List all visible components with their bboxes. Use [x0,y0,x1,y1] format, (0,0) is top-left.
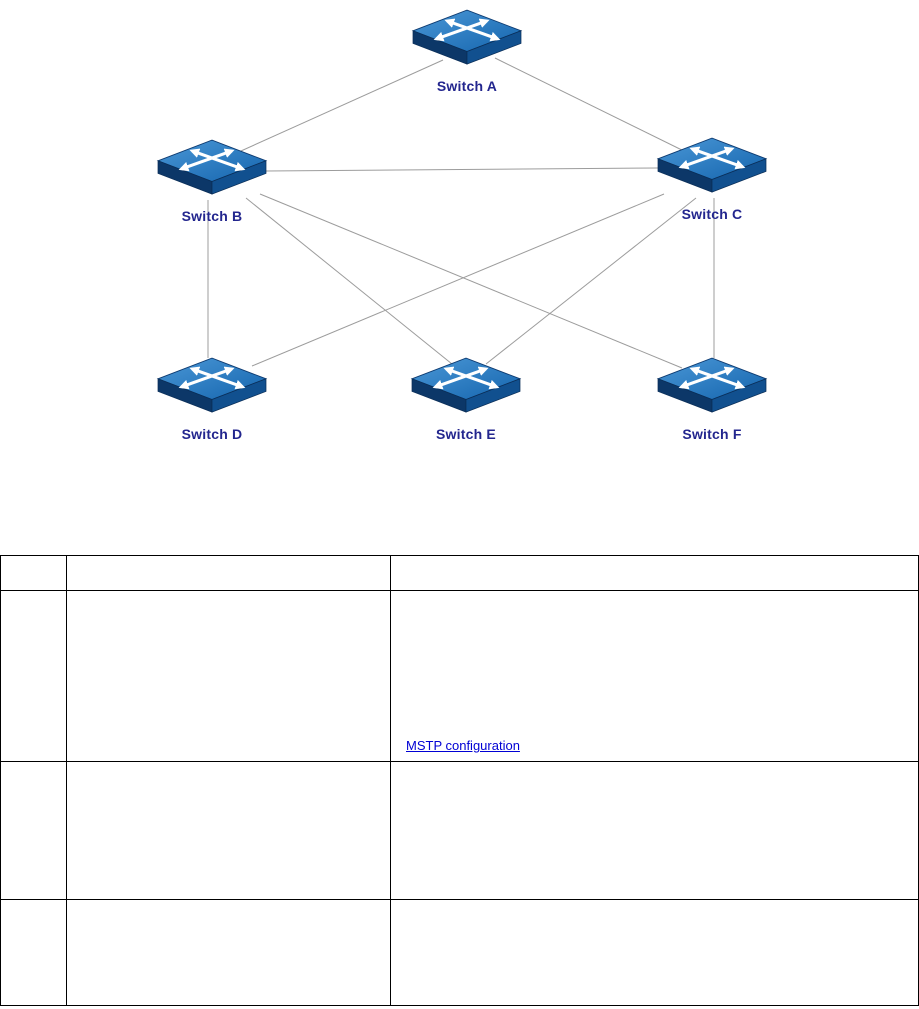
switch-f-label: Switch F [682,426,742,442]
header-cell-2 [66,555,391,591]
switch-icon [150,350,274,422]
row2-cell-2 [66,761,391,900]
row2-cell-1 [0,761,67,900]
link-b-c [265,167,659,172]
switch-b-label: Switch B [181,208,243,224]
config-steps-table: MSTP configuration [0,555,919,1006]
switch-c-node: Switch C [650,130,774,222]
link-a-c [494,57,691,155]
cross-reference-link[interactable]: MSTP configuration [406,738,520,753]
link-a-b [231,59,444,156]
row3-cell-3 [390,899,919,1006]
row3-cell-1 [0,899,67,1006]
link-b-f [259,193,683,369]
switch-icon [650,350,774,422]
switch-a-node: Switch A [405,2,529,94]
topology-links [207,57,715,369]
row1-cell-3: MSTP configuration [390,590,919,762]
switch-d-node: Switch D [150,350,274,442]
switch-d-label: Switch D [181,426,243,442]
network-topology-diagram: Switch A Switch B Switch C Switch D Swit… [0,0,919,480]
switch-a-label: Switch A [436,78,498,94]
row1-cell-1 [0,590,67,762]
header-cell-3 [390,555,919,591]
link-c-d [251,193,665,367]
link-b-e [245,197,453,365]
switch-icon [405,2,529,74]
switch-c-label: Switch C [681,206,743,222]
switch-icon [150,132,274,204]
table-row: MSTP configuration [0,590,919,762]
row2-cell-3 [390,761,919,900]
link-c-e [485,197,697,365]
switch-icon [650,130,774,202]
row3-cell-2 [66,899,391,1006]
row1-cell-2 [66,590,391,762]
header-cell-1 [0,555,67,591]
table-row [0,899,919,1006]
table-row [0,761,919,900]
switch-f-node: Switch F [650,350,774,442]
switch-b-node: Switch B [150,132,274,224]
switch-icon [404,350,528,422]
switch-e-node: Switch E [404,350,528,442]
switch-e-label: Switch E [436,426,496,442]
table-header-row [0,555,919,591]
